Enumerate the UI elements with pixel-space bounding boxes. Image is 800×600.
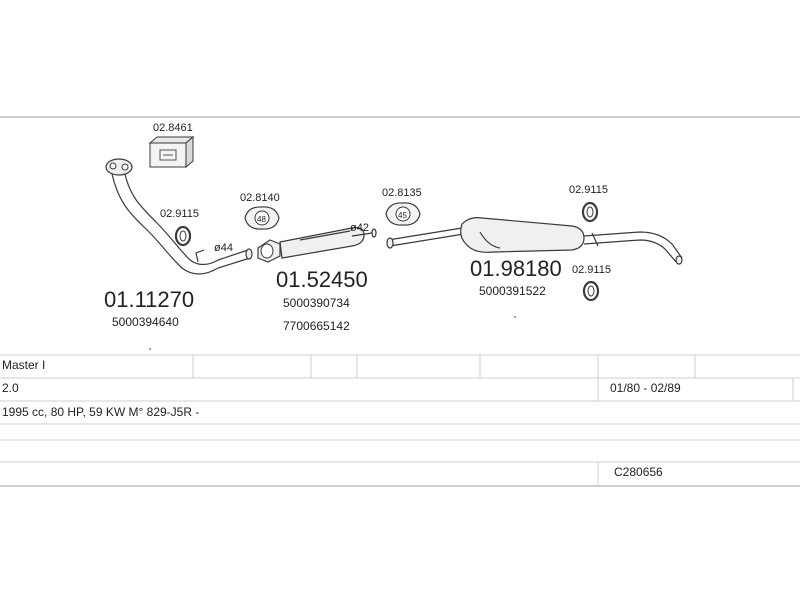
diameter-2-label: ø42 [350,222,369,234]
years-cell: 01/80 - 02/89 [610,381,681,395]
ring-3-part [582,280,600,302]
gasket-1-part [244,206,280,230]
diameter-1-label: ø44 [214,242,233,254]
downpipe-part [105,158,253,275]
ring-1-part [174,225,192,247]
gasket-2-part [385,202,421,226]
model-cell: Master I [2,358,46,372]
engine-cell: 2.0 [2,381,19,395]
ring-1-number: 02.9115 [160,208,199,220]
details-cell: 1995 cc, 80 HP, 59 KW M° 829-J5R - [2,405,200,419]
middle-silencer-code-1: 5000390734 [283,296,350,310]
rear-silencer-code: 5000391522 [479,284,546,298]
middle-silencer-code-2: 7700665142 [283,319,350,333]
gasket-1-size: 48 [257,215,266,224]
ring-3-number: 02.9115 [572,264,611,276]
info-table [0,354,800,487]
downpipe-number: 01.11270 [104,287,194,312]
mounting-kit-number: 02.8461 [153,122,193,134]
downpipe-code: 5000394640 [112,315,179,329]
gasket-2-number: 02.8135 [382,187,422,199]
mounting-kit-part [148,135,195,169]
middle-silencer-number: 01.52450 [276,267,368,292]
middle-silencer-part [257,227,377,263]
gasket-2-size: 45 [398,211,407,220]
rear-silencer-number: 01.98180 [470,256,562,281]
ring-2-part [581,201,599,223]
ring-2-number: 02.9115 [569,184,608,196]
catalog-code-cell: C280656 [614,465,663,479]
gasket-1-number: 02.8140 [240,192,280,204]
rear-silencer-part [386,217,683,265]
